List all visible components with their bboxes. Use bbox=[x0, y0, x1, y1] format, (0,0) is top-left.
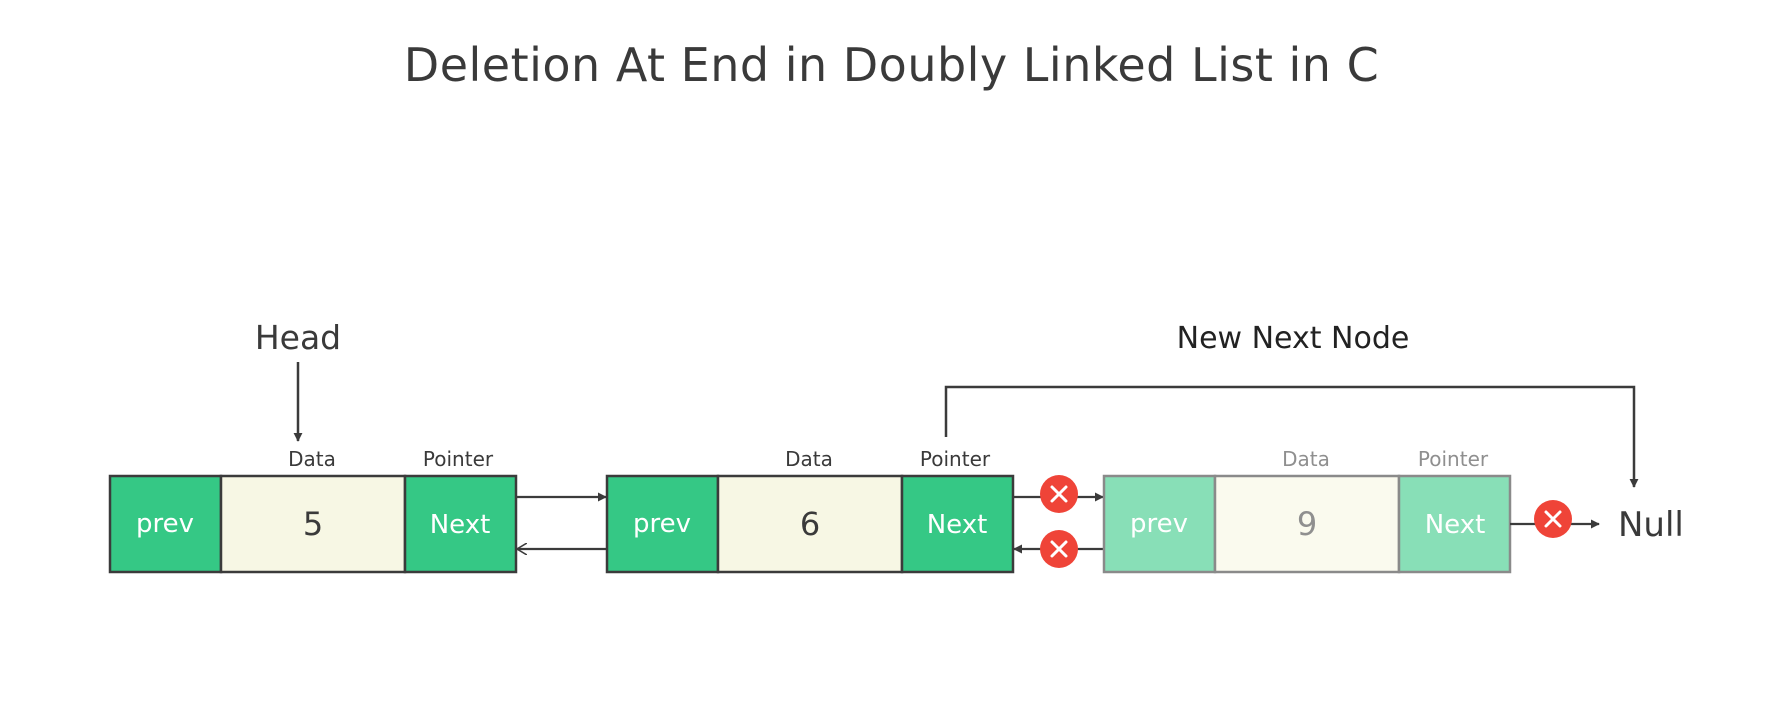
node-3-next-text: Next bbox=[1425, 510, 1486, 540]
node-1-next-text: Next bbox=[430, 510, 491, 540]
diagram-title: Deletion At End in Doubly Linked List in… bbox=[403, 38, 1380, 92]
node-1-pointer-header: Pointer bbox=[423, 447, 494, 471]
new-next-pointer-arrow bbox=[944, 385, 1639, 488]
node-2: Data Pointer prev 6 Next bbox=[605, 447, 1015, 574]
null-label: Null bbox=[1618, 505, 1684, 545]
node-3-prev-text: prev bbox=[1130, 509, 1188, 539]
node-3-pointer-header: Pointer bbox=[1418, 447, 1489, 471]
node-1-prev-cell bbox=[108, 474, 223, 574]
node-2-pointer-header: Pointer bbox=[920, 447, 991, 471]
close-circle-icon bbox=[1040, 530, 1078, 568]
node-3-deleted: Data Pointer prev 9 Next bbox=[1102, 447, 1512, 574]
node-2-data-cell bbox=[716, 474, 904, 574]
node-2-prev-cell bbox=[605, 474, 720, 574]
node-2-next-cell bbox=[900, 474, 1015, 574]
node-2-value: 6 bbox=[800, 505, 820, 543]
head-label: Head bbox=[255, 318, 341, 357]
node-1-prev-text: prev bbox=[136, 509, 194, 539]
node-2-prev-text: prev bbox=[633, 509, 691, 539]
node-2-next-text: Next bbox=[927, 510, 988, 540]
close-circle-icon bbox=[1534, 500, 1572, 538]
node-1-data-cell bbox=[219, 474, 407, 574]
node-1-value: 5 bbox=[303, 505, 323, 543]
node-3-data-cell bbox=[1213, 474, 1401, 574]
close-circle-icon bbox=[1040, 475, 1078, 513]
node-1: Data Pointer prev 5 Next bbox=[108, 447, 518, 574]
node-3-value: 9 bbox=[1297, 505, 1317, 543]
node-2-data-header: Data bbox=[785, 447, 833, 471]
node-1-next-cell bbox=[403, 474, 518, 574]
node-3-data-header: Data bbox=[1282, 447, 1330, 471]
node-1-data-header: Data bbox=[288, 447, 336, 471]
new-next-node-label: New Next Node bbox=[1177, 321, 1410, 356]
